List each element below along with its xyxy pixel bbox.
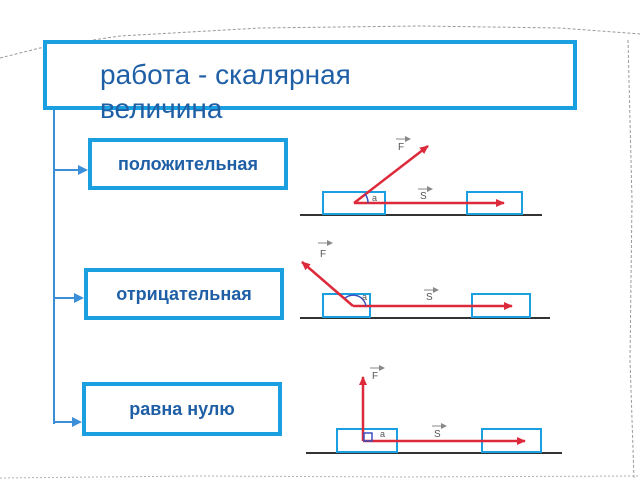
angle-label: a	[362, 292, 367, 302]
angle-label: a	[380, 429, 385, 439]
diagram-positive: a F S	[300, 136, 542, 216]
angle-label: a	[372, 193, 377, 203]
slide-title: работа - скалярная величина	[100, 59, 351, 124]
diagram-negative: a F S	[300, 240, 550, 319]
diagram-zero: a F S	[306, 365, 562, 454]
category-zero-label: равна нулю	[129, 398, 235, 419]
title-frame	[43, 40, 577, 110]
angle-arc	[344, 294, 367, 307]
displacement-label: S	[420, 191, 427, 202]
force-label: F	[320, 249, 326, 260]
force-arrow	[301, 261, 354, 307]
force-label: F	[372, 371, 378, 382]
category-positive-label: положительная	[118, 153, 258, 174]
right-angle-mark	[363, 432, 373, 442]
category-zero-box: равна нулю	[82, 382, 282, 436]
category-negative-label: отрицательная	[116, 283, 252, 304]
angle-arc	[364, 193, 369, 204]
force-label: F	[398, 142, 404, 153]
displacement-label: S	[434, 429, 441, 440]
category-positive-box: положительная	[88, 138, 288, 190]
displacement-label: S	[426, 292, 433, 303]
category-negative-box: отрицательная	[84, 268, 284, 320]
force-arrow	[353, 145, 429, 204]
